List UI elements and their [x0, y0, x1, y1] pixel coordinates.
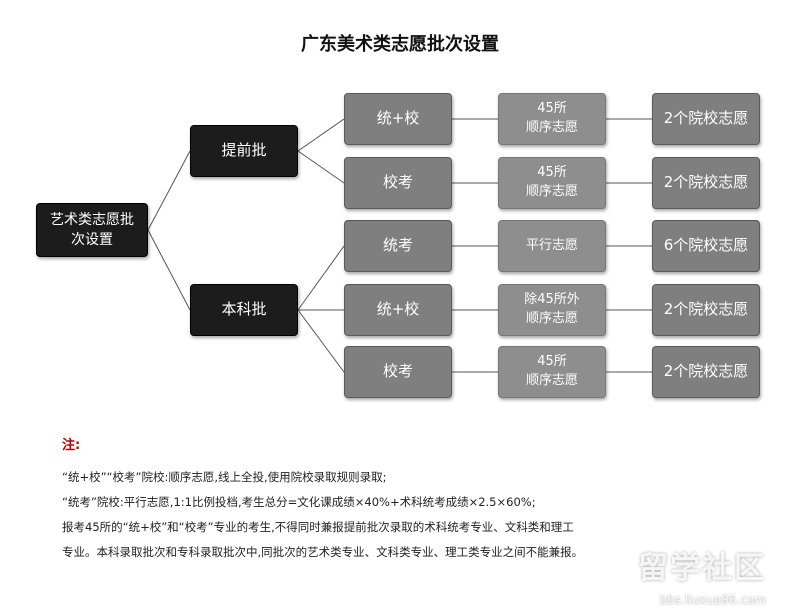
- volunteer-count-node: 6个院校志愿: [652, 220, 760, 272]
- volunteer-count-node: 2个院校志愿: [652, 284, 760, 336]
- exam-type-node: 校考: [344, 346, 452, 398]
- volunteer-node-line1: 45所: [537, 354, 567, 370]
- connector-root-batch1: [147, 150, 191, 231]
- volunteer-node-line2: 顺序志愿: [525, 373, 578, 388]
- connector-batch2-row5: [297, 309, 345, 373]
- volunteer-count-node: 2个院校志愿: [652, 346, 760, 398]
- exam-type-node: 统考: [344, 220, 452, 272]
- volunteer-node-line1: 除45所外: [524, 292, 580, 308]
- root-node-line2: 次设置: [71, 232, 113, 248]
- volunteer-node-line2: 顺序志愿: [525, 184, 578, 199]
- batch-node-early: 提前批: [190, 125, 298, 177]
- volunteer-node-line2: 顺序志愿: [525, 120, 578, 135]
- volunteer-node: 除45所外 顺序志愿: [498, 284, 606, 336]
- volunteer-node: 平行志愿: [498, 220, 606, 272]
- volunteer-node: 45所 顺序志愿: [498, 157, 606, 209]
- connector-root-batch2: [147, 229, 191, 311]
- volunteer-node-line2: 顺序志愿: [525, 311, 578, 326]
- connector-batch1-row1: [297, 118, 345, 152]
- notes-label: 注:: [62, 438, 81, 453]
- exam-type-node: 统+校: [344, 93, 452, 145]
- root-node: 艺术类志愿批 次设置: [36, 203, 148, 257]
- volunteer-count-node: 2个院校志愿: [652, 157, 760, 209]
- volunteer-node: 45所 顺序志愿: [498, 346, 606, 398]
- root-node-line1: 艺术类志愿批: [50, 211, 134, 228]
- volunteer-node-line1: 平行志愿: [525, 237, 578, 253]
- volunteer-node-line1: 45所: [537, 101, 567, 117]
- note-line: “统+校”“校考”院校:顺序志愿,线上全投,使用院校录取规则录取;: [62, 470, 387, 484]
- volunteer-node-line1: 45所: [537, 165, 567, 181]
- notes-section: 注: “统+校”“校考”院校:顺序志愿,线上全投,使用院校录取规则录取; “统考…: [62, 434, 782, 565]
- page-title: 广东美术类志愿批次设置: [301, 34, 499, 55]
- note-line: 报考45所的“统+校”和“校考”专业的考生,不得同时兼报提前批次录取的术科统考专…: [62, 520, 574, 534]
- watermark-url: bbs.liuxue86.com: [659, 593, 766, 607]
- exam-type-node: 校考: [344, 157, 452, 209]
- batch-node-undergrad: 本科批: [190, 284, 298, 336]
- note-line: “统考”院校:平行志愿,1:1比例投档,考生总分=文化课成绩×40%+术科统考成…: [62, 495, 536, 509]
- note-line: 专业。本科录取批次和专科录取批次中,同批次的艺术类专业、文科类专业、理工类专业之…: [62, 545, 584, 559]
- connector-batch1-row2: [297, 150, 345, 184]
- exam-type-node: 统+校: [344, 284, 452, 336]
- connector-batch2-row3: [297, 245, 345, 311]
- volunteer-node: 45所 顺序志愿: [498, 93, 606, 145]
- volunteer-count-node: 2个院校志愿: [652, 93, 760, 145]
- watermark-logo: 留学社区: [638, 551, 766, 586]
